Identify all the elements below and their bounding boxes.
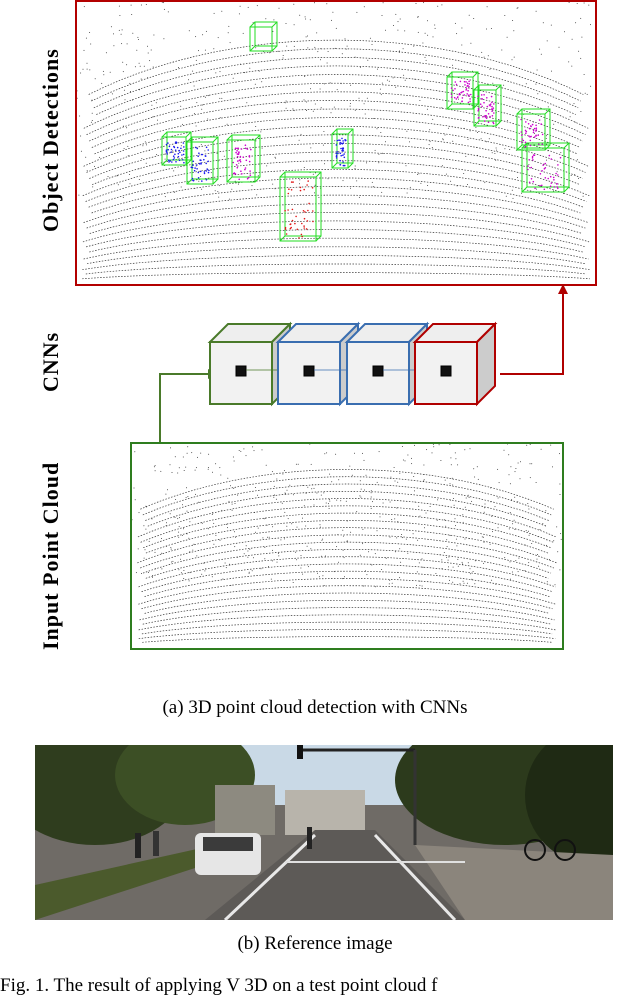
- detection-box: [161, 131, 192, 166]
- detection-box: [521, 142, 570, 193]
- reference-image: [35, 745, 613, 920]
- detections-point-cloud: [77, 2, 592, 280]
- output-arrowhead-icon: [558, 284, 568, 294]
- object-detections-panel: [75, 0, 597, 286]
- label-object-detections: Object Detections: [38, 48, 63, 232]
- input-arrow: [159, 373, 208, 442]
- detection-box: [473, 84, 502, 127]
- detection-boxes: [161, 21, 570, 242]
- input-point-cloud: [132, 444, 562, 643]
- output-arrow: [500, 292, 564, 375]
- figure-caption-partial: Fig. 1. The result of applying V 3D on a…: [0, 975, 438, 996]
- detections-scan-lines: [77, 2, 592, 280]
- cnn-layer-block: [344, 321, 430, 407]
- caption-b: (b) Reference image: [237, 933, 393, 954]
- input-point-cloud-panel: [130, 442, 564, 650]
- cnn-diagram: [159, 284, 568, 442]
- detection-box: [186, 136, 219, 185]
- cnn-layer-block: [275, 321, 361, 407]
- detection-box: [446, 71, 479, 110]
- cnn-layer-block: [412, 321, 498, 407]
- detection-box: [331, 128, 354, 169]
- detection-box: [516, 108, 551, 151]
- caption-a: (a) 3D point cloud detection with CNNs: [162, 697, 468, 718]
- detection-box: [279, 171, 322, 242]
- detection-box: [249, 21, 278, 52]
- detection-box: [226, 134, 261, 183]
- street-scene: [35, 745, 613, 920]
